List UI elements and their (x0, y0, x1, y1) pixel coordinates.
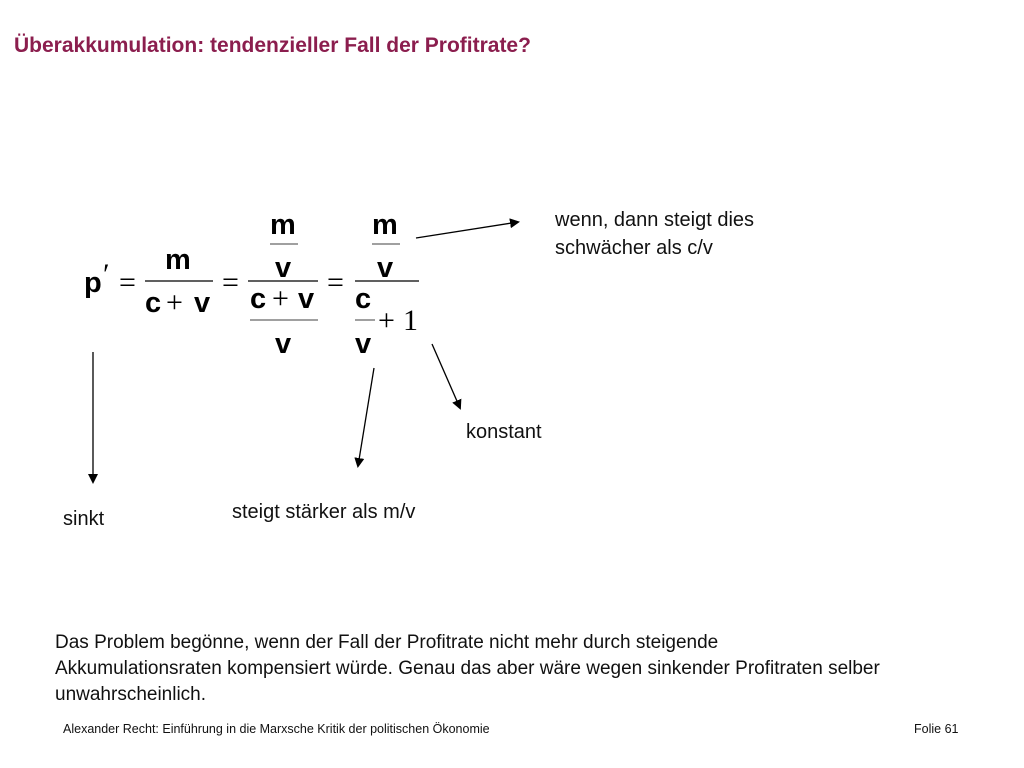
fraction3-num-m: m (372, 209, 398, 241)
fraction2-den-v-bottom: v (275, 328, 291, 360)
annotation-wenn-line2: schwächer als c/v (555, 237, 713, 259)
explanation-paragraph: Das Problem begönne, wenn der Fall der P… (55, 632, 880, 705)
annotation-wenn-line1: wenn, dann steigt dies (555, 209, 755, 231)
annotation-sinkt: sinkt (63, 508, 105, 530)
fraction3-den-c: c (355, 283, 371, 315)
fraction2-den-plus: + (272, 282, 289, 315)
formula-equals-1: = (119, 266, 136, 299)
fraction3-num-v: v (377, 252, 393, 284)
formula-equals-2: = (222, 266, 239, 299)
fraction1-numerator: m (165, 244, 191, 276)
fraction1-denominator-c: c (145, 287, 161, 319)
fraction3-den-plus: + (378, 304, 395, 337)
formula-equals-3: = (327, 266, 344, 299)
fraction2-num-v: v (275, 252, 291, 284)
fraction1-denominator-plus: + (166, 286, 183, 319)
fraction3-den-one: 1 (403, 304, 418, 337)
fraction2-den-c: c (250, 283, 266, 315)
fraction3-den-v: v (355, 328, 371, 360)
annotation-wenn: wenn, dann steigt dies schwächer als c/v (555, 206, 754, 262)
formula-p: p (84, 267, 102, 299)
fraction2-num-m: m (270, 209, 296, 241)
arrow-to-wenn (415, 218, 520, 239)
formula-prime: ′ (103, 258, 110, 291)
annotation-konstant: konstant (466, 421, 542, 443)
footer-credit: Alexander Recht: Einführung in die Marxs… (63, 722, 490, 736)
slide-title: Überakkumulation: tendenzieller Fall der… (14, 34, 531, 57)
slide-number: Folie 61 (914, 722, 959, 736)
annotation-steigt: steigt stärker als m/v (232, 501, 416, 523)
fraction1-denominator-v: v (194, 287, 210, 319)
arrow-to-konstant (431, 343, 462, 410)
arrow-to-steigt (354, 367, 375, 468)
fraction2-den-v: v (298, 283, 314, 315)
